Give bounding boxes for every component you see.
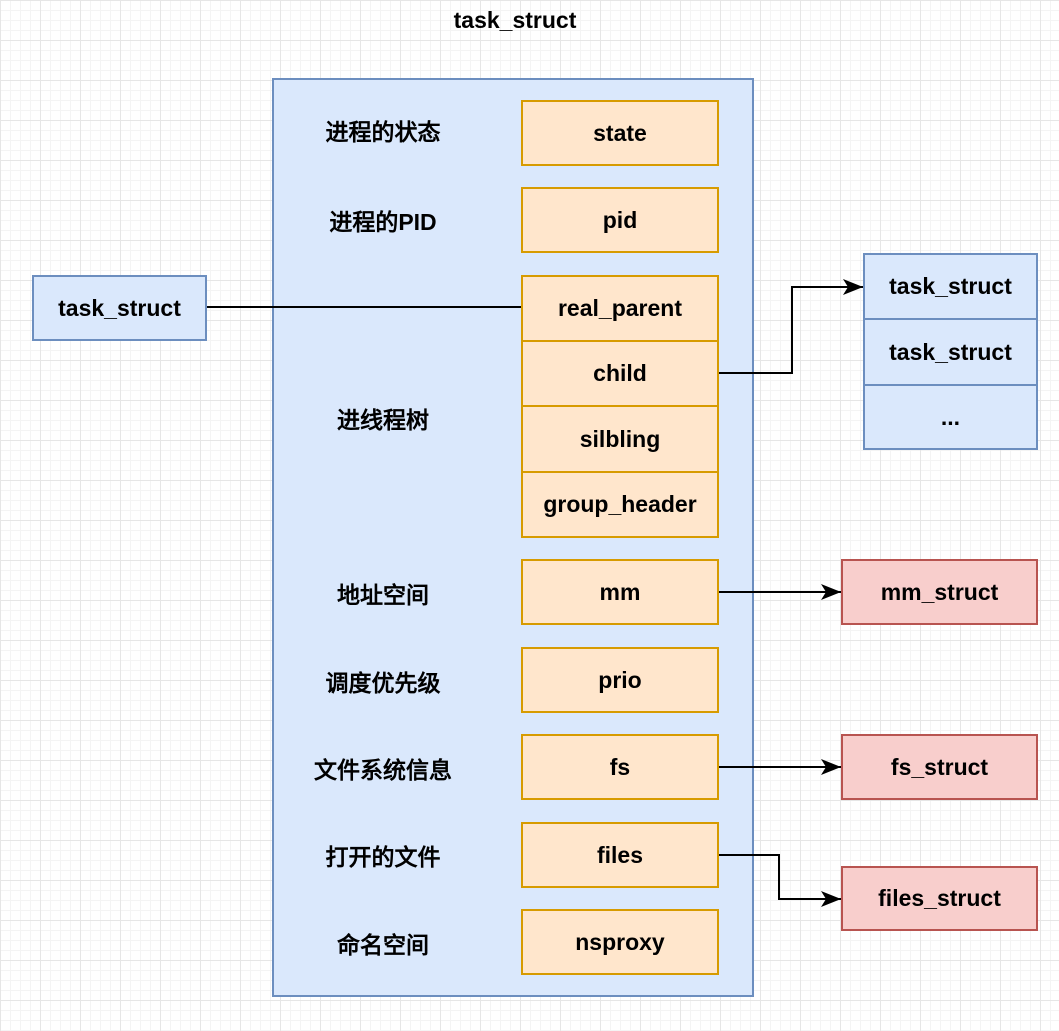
field-pid: pid bbox=[521, 187, 719, 253]
label-process-pid: 进程的PID bbox=[329, 209, 437, 235]
field-real-parent: real_parent bbox=[521, 275, 719, 342]
diagram-title: task_struct bbox=[453, 6, 577, 33]
field-mm: mm bbox=[521, 559, 719, 625]
label-scheduling-priority: 调度优先级 bbox=[325, 670, 441, 696]
field-child: child bbox=[521, 340, 719, 407]
label-open-files: 打开的文件 bbox=[325, 844, 441, 870]
label-filesystem-info: 文件系统信息 bbox=[314, 757, 452, 783]
child-list-item: task_struct bbox=[863, 318, 1038, 386]
label-namespace: 命名空间 bbox=[337, 932, 429, 958]
field-prio: prio bbox=[521, 647, 719, 713]
child-list-item: task_struct bbox=[863, 253, 1038, 320]
label-process-state: 进程的状态 bbox=[325, 119, 441, 145]
field-fs: fs bbox=[521, 734, 719, 800]
label-process-tree: 进线程树 bbox=[337, 407, 429, 433]
label-address-space: 地址空间 bbox=[337, 582, 429, 608]
field-silbling: silbling bbox=[521, 405, 719, 473]
files-struct-box: files_struct bbox=[841, 866, 1038, 931]
fs-struct-box: fs_struct bbox=[841, 734, 1038, 800]
child-list-ellipsis: ... bbox=[863, 384, 1038, 450]
field-state: state bbox=[521, 100, 719, 166]
field-files: files bbox=[521, 822, 719, 888]
field-group-header: group_header bbox=[521, 471, 719, 538]
mm-struct-box: mm_struct bbox=[841, 559, 1038, 625]
field-nsproxy: nsproxy bbox=[521, 909, 719, 975]
parent-task-struct-box: task_struct bbox=[32, 275, 207, 341]
